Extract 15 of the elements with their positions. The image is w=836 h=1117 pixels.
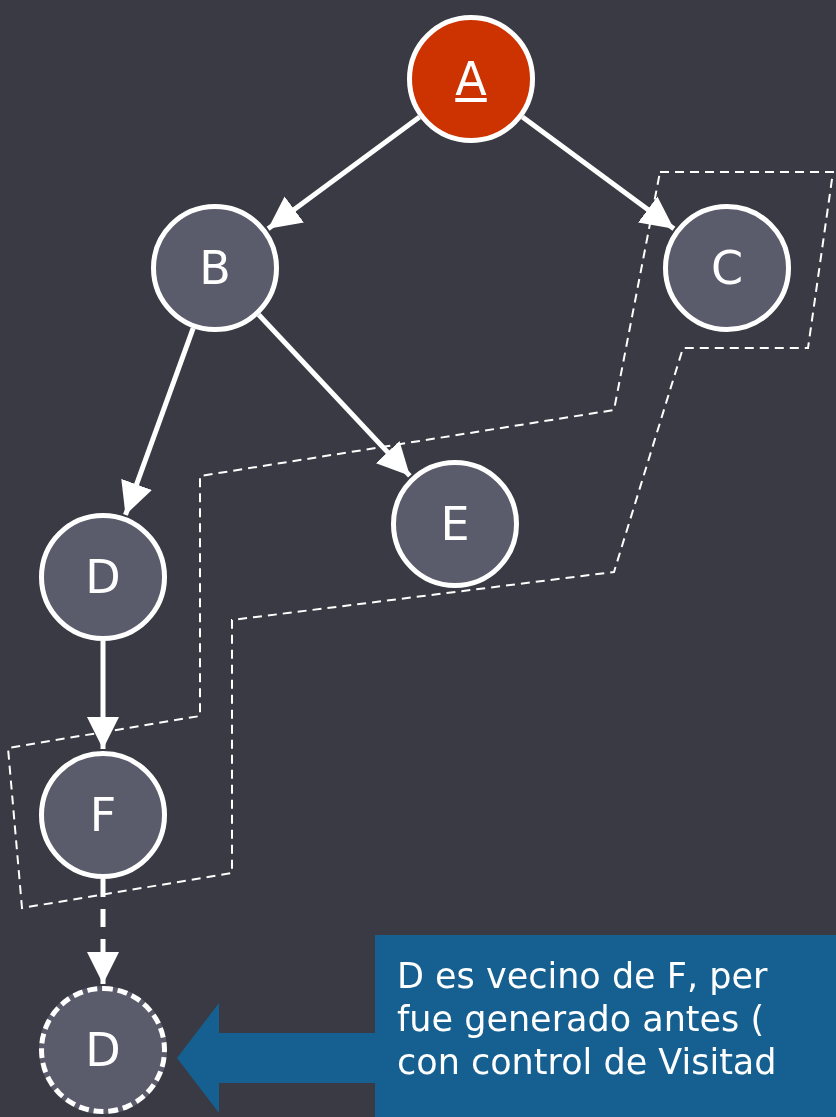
note-text: D es vecino de F, per fue generado antes ( con control de Visitad <box>397 955 778 1084</box>
arrow <box>521 115 676 231</box>
node-label: E <box>440 501 470 547</box>
node-label: D <box>85 554 121 600</box>
node-label: F <box>89 792 117 838</box>
note-box <box>375 935 836 1117</box>
arrow <box>86 879 120 984</box>
node-label: B <box>199 245 231 291</box>
arrow <box>266 115 421 231</box>
arrow <box>86 641 120 749</box>
node-label: A <box>455 56 487 102</box>
arrow <box>256 313 412 478</box>
node-label: C <box>710 245 744 291</box>
arrow <box>121 327 196 516</box>
node-label: D <box>85 1027 121 1073</box>
